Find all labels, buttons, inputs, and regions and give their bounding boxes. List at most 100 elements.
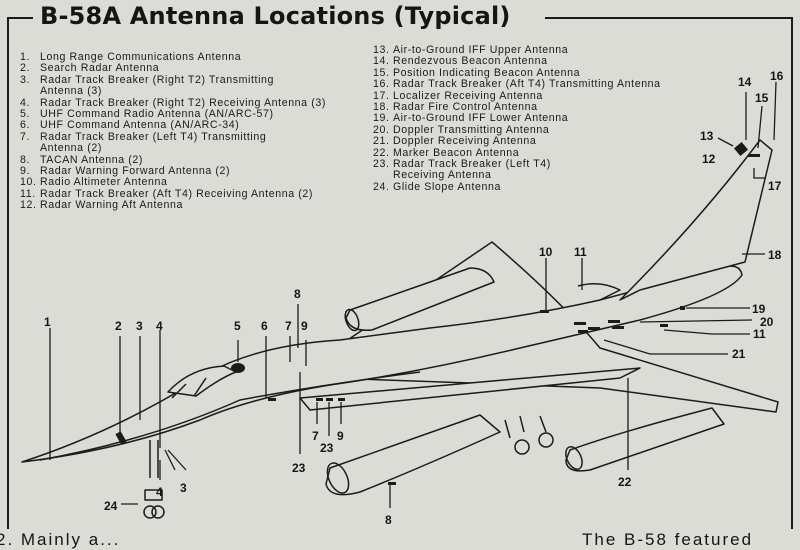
legend-item: 8. TACAN Antenna (2) bbox=[20, 153, 326, 166]
frame-right bbox=[791, 17, 793, 529]
diagram-title: B-58A Antenna Locations (Typical) bbox=[40, 2, 511, 30]
callout-7-lower: 7 bbox=[312, 429, 319, 443]
legend-item-number: 14. bbox=[373, 55, 390, 68]
callout-24: 24 bbox=[104, 499, 118, 513]
callout-9-lower: 9 bbox=[337, 429, 344, 443]
callout-22: 22 bbox=[618, 475, 632, 489]
legend-item: 17.Localizer Receiving Antenna bbox=[373, 89, 661, 102]
frame-top-right bbox=[545, 17, 793, 19]
legend-item-text: Antenna (2) bbox=[40, 142, 102, 155]
callout-19: 19 bbox=[752, 302, 766, 316]
legend-item-text: Radar Fire Control Antenna bbox=[393, 101, 538, 114]
legend-item-text: Radar Warning Aft Antenna bbox=[40, 199, 183, 212]
callout-11: 11 bbox=[574, 245, 587, 259]
legend-item: 20.Doppler Transmitting Antenna bbox=[373, 123, 661, 136]
legend-item-text: TACAN Antenna (2) bbox=[40, 153, 144, 166]
legend-item-text: Localizer Receiving Antenna bbox=[393, 89, 543, 102]
frame-top-left bbox=[7, 17, 33, 19]
legend-item-number: 3. bbox=[20, 73, 31, 86]
legend-item-text: Air-to-Ground IFF Upper Antenna bbox=[393, 44, 569, 56]
legend-item-number: 17. bbox=[373, 89, 390, 102]
legend-item-text: Antenna (3) bbox=[40, 85, 102, 98]
legend-item-text: UHF Command Antenna (AN/ARC-34) bbox=[40, 119, 240, 132]
legend-item-text: UHF Command Radio Antenna (AN/ARC-57) bbox=[40, 108, 274, 121]
callout-4-lower: 4 bbox=[156, 485, 163, 499]
legend-item-number: 4. bbox=[20, 96, 31, 109]
callout-15: 15 bbox=[755, 91, 769, 105]
legend-item-number: 7. bbox=[20, 130, 31, 143]
callout-6: 6 bbox=[261, 319, 268, 333]
legend-item: 9.Radar Warning Forward Antenna (2) bbox=[20, 165, 326, 178]
legend-item-text: Radar Track Breaker (Left T4) bbox=[393, 158, 551, 171]
callout-8: 8 bbox=[294, 287, 301, 301]
callout-16: 16 bbox=[770, 69, 784, 83]
legend-item: 3. Radar Track Breaker (Right T2) Transmi… bbox=[20, 73, 326, 86]
callout-3-lower: 3 bbox=[180, 481, 187, 495]
legend-item-number: 22. bbox=[373, 146, 390, 159]
legend-item-number: 9. bbox=[20, 165, 31, 178]
callout-7: 7 bbox=[285, 319, 292, 333]
legend-item-text: Radio Altimeter Antenna bbox=[40, 176, 168, 189]
antenna-marks bbox=[115, 141, 760, 485]
legend-item: 23.Radar Track Breaker (Left T4) bbox=[373, 158, 661, 171]
legend-item-text: Glide Slope Antenna bbox=[393, 180, 501, 193]
callout-9: 9 bbox=[301, 319, 308, 333]
legend-item: 12.Radar Warning Aft Antenna bbox=[20, 199, 326, 212]
legend-item: 18.Radar Fire Control Antenna bbox=[373, 101, 661, 114]
callout-3: 3 bbox=[136, 319, 143, 333]
leader-lines bbox=[49, 81, 777, 508]
legend-item-number: 12. bbox=[20, 199, 37, 212]
callout-4: 4 bbox=[156, 319, 163, 333]
legend-item-number: 15. bbox=[373, 66, 390, 79]
frame-left bbox=[7, 17, 9, 529]
legend-item-number: 2. bbox=[20, 62, 31, 75]
callout-10: 10 bbox=[539, 245, 553, 259]
legend-item: 15.Position Indicating Beacon Antenna bbox=[373, 66, 661, 79]
legend-item: 6.UHF Command Antenna (AN/ARC-34) bbox=[20, 119, 326, 132]
legend-item: 19.Air-to-Ground IFF Lower Antenna bbox=[373, 112, 661, 125]
legend-item-text: Receiving Antenna bbox=[393, 169, 492, 182]
legend-item-number: 10. bbox=[20, 176, 37, 189]
callout-1: 1 bbox=[44, 315, 51, 329]
upper-engine-pod bbox=[345, 267, 495, 331]
callout-8-lower: 8 bbox=[385, 513, 392, 527]
legend-item-number: 8. bbox=[20, 153, 31, 166]
legend-item-text: Marker Beacon Antenna bbox=[393, 146, 520, 159]
vertical-fin bbox=[619, 139, 773, 301]
callout-12: 12 bbox=[702, 152, 716, 166]
legend-item-number: 19. bbox=[373, 112, 390, 125]
legend-item-text: Air-to-Ground IFF Lower Antenna bbox=[393, 112, 569, 125]
legend-item: 14.Rendezvous Beacon Antenna bbox=[373, 55, 661, 68]
fuselage-outline bbox=[21, 265, 743, 463]
legend-item: 13.Air-to-Ground IFF Upper Antenna bbox=[373, 44, 661, 56]
legend-item-number: 13. bbox=[373, 44, 390, 56]
legend-item-text: Radar Track Breaker (Right T2) Transmitt… bbox=[40, 73, 275, 86]
legend-item: 7.Radar Track Breaker (Left T4) Transmit… bbox=[20, 130, 326, 143]
legend-item: 24.Glide Slope Antenna bbox=[373, 180, 661, 193]
legend-item: 4.Radar Track Breaker (Right T2) Receivi… bbox=[20, 96, 326, 109]
legend-item: 1.Long Range Communications Antenna bbox=[20, 51, 326, 63]
canopy bbox=[167, 365, 237, 397]
legend-item-text: Search Radar Antenna bbox=[40, 62, 160, 75]
callout-2: 2 bbox=[115, 319, 122, 333]
legend-item: 16.Radar Track Breaker (Aft T4) Transmit… bbox=[373, 78, 661, 90]
legend-item-text: Position Indicating Beacon Antenna bbox=[393, 66, 581, 79]
legend-item-text: Long Range Communications Antenna bbox=[40, 51, 242, 63]
legend-item-text: Doppler Transmitting Antenna bbox=[393, 123, 550, 136]
callout-18: 18 bbox=[768, 248, 782, 262]
legend-item: Antenna (2) bbox=[20, 142, 326, 155]
callout-13: 13 bbox=[700, 129, 714, 143]
callout-5: 5 bbox=[234, 319, 241, 333]
legend-item: Antenna (3) bbox=[20, 85, 326, 98]
legend-item: 2. Search Radar Antenna bbox=[20, 62, 326, 75]
fuselage-lower-line bbox=[39, 371, 421, 461]
legend-item-text: Rendezvous Beacon Antenna bbox=[393, 55, 548, 68]
legend-item: Receiving Antenna bbox=[373, 169, 661, 182]
callout-23-lower: 23 bbox=[320, 441, 334, 455]
legend-item-text: Radar Track Breaker (Aft T4) Receiving A… bbox=[40, 187, 313, 200]
callout-20: 20 bbox=[760, 315, 774, 329]
